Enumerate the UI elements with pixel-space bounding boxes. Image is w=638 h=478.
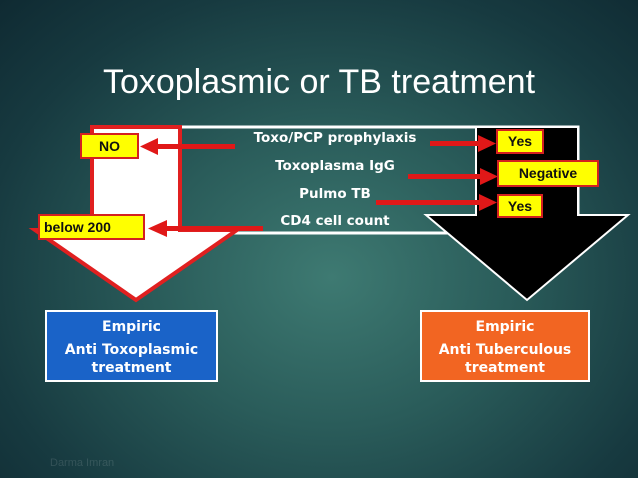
left-result-line-2: Anti Toxoplasmic bbox=[64, 342, 199, 358]
right-result-line-2: Anti Tuberculous bbox=[438, 342, 572, 358]
right-result-box: Empiric Anti Tuberculous treatment bbox=[420, 310, 590, 382]
tag-below-200: below 200 bbox=[38, 214, 145, 240]
tag-negative: Negative bbox=[497, 160, 599, 187]
tag-yes-prophylaxis: Yes bbox=[496, 129, 544, 154]
criterion-pulmo-tb: Pulmo TB bbox=[299, 186, 371, 202]
criterion-cd4-count: CD4 cell count bbox=[280, 213, 390, 229]
tag-yes-pulmo-tb: Yes bbox=[497, 194, 543, 218]
pointer-cd4-to-below200 bbox=[148, 220, 263, 237]
criterion-toxo-pcp-prophylaxis: Toxo/PCP prophylaxis bbox=[253, 130, 417, 146]
pointer-tb-to-yes bbox=[376, 194, 497, 211]
left-result-box: Empiric Anti Toxoplasmic treatment bbox=[45, 310, 218, 382]
right-result-line-1: Empiric bbox=[475, 319, 535, 335]
pointer-toxo-to-yes bbox=[430, 135, 496, 152]
pointer-igg-to-negative bbox=[408, 168, 498, 185]
criterion-toxoplasma-igg: Toxoplasma IgG bbox=[275, 158, 395, 174]
footer-credit: Darma Imran bbox=[50, 457, 115, 469]
right-result-line-3: treatment bbox=[465, 360, 545, 376]
left-result-line-3: treatment bbox=[91, 360, 172, 376]
left-result-line-1: Empiric bbox=[102, 319, 161, 335]
pointer-toxo-to-no bbox=[140, 138, 235, 155]
slide-title: Toxoplasmic or TB treatment bbox=[102, 63, 536, 101]
tag-no: NO bbox=[80, 133, 139, 159]
